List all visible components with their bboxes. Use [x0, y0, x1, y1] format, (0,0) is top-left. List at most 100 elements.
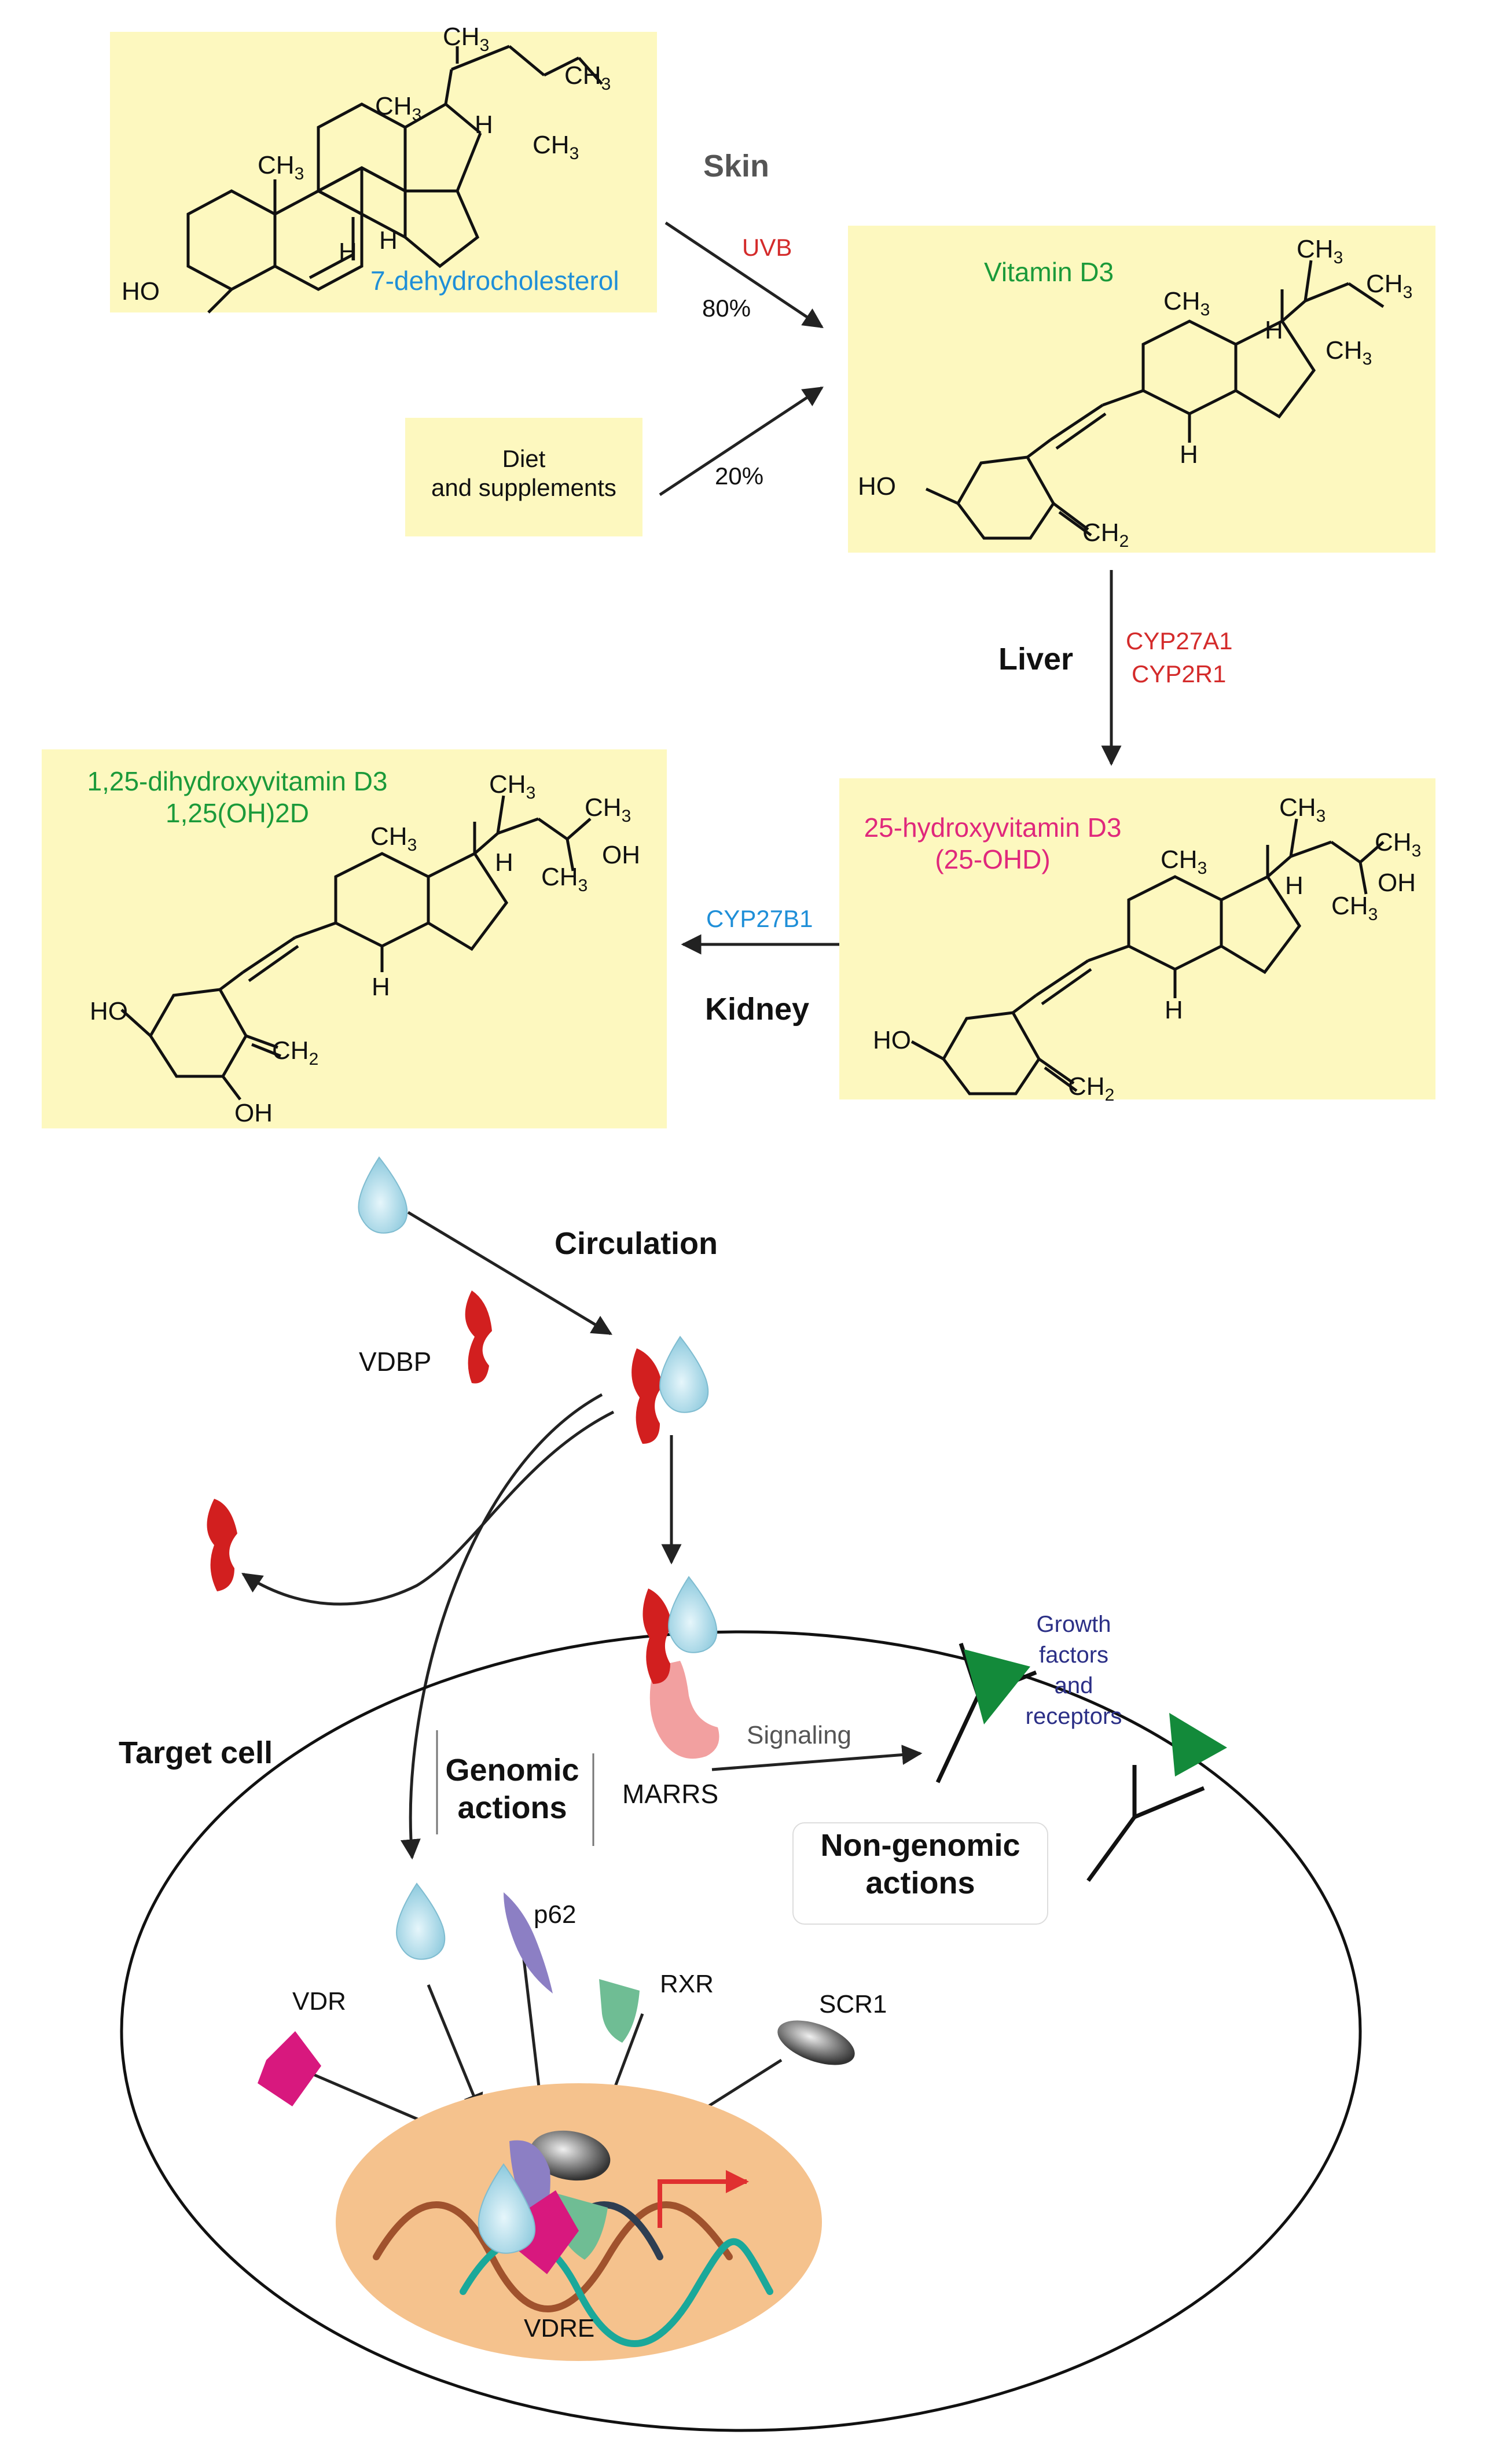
dihydroxy-ch2-sub: 2 [309, 1050, 319, 1069]
label-25-ohd: (25-OHD) [935, 844, 1051, 874]
structure-vitamin-d3 [925, 260, 1385, 540]
label-1-25-dihydroxyvitamin-d3: 1,25-dihydroxyvitamin D3 [87, 766, 388, 796]
label-diet: Diet [502, 445, 546, 472]
label-signaling: Signaling [747, 1721, 852, 1749]
arrow-diet-to-vitamin-d3 [659, 386, 824, 497]
vitd3-ho: HO [858, 472, 896, 501]
ohd25-ch2: CH2 [1068, 1072, 1114, 1105]
dihydroxy-ch3-end2: CH3 [541, 863, 588, 895]
growth-factor-ligand-2 [1169, 1713, 1227, 1777]
label-25-hydroxyvitamin-d3: 25-hydroxyvitamin D3 [864, 812, 1122, 843]
scr1-protein [777, 2020, 855, 2065]
vitd3-ch3-ring-main: CH [1163, 287, 1200, 315]
arrow-signaling [711, 1744, 923, 1771]
target-cell-membrane [120, 1630, 1362, 2432]
dehydro-h-3: H [339, 238, 357, 266]
vitd3-ch3-end2: CH3 [1326, 336, 1372, 369]
label-20-percent: 20% [715, 462, 764, 490]
ohd25-ch3-top: CH3 [1279, 793, 1326, 826]
dehydro-ch3-end2: CH3 [533, 131, 579, 163]
complex-drop [478, 2163, 536, 2254]
transcription-arrow [658, 2170, 749, 2228]
label-uvb: UVB [742, 234, 792, 261]
vdbp-bound-circulation [631, 1348, 663, 1444]
label-genomic-actions: actions [457, 1790, 567, 1825]
vitd3-ch3-end1-main: CH [1366, 270, 1403, 298]
vitd3-ch3-top-main: CH [1297, 235, 1334, 263]
dihydroxy-ch3-ring: CH3 [370, 822, 417, 855]
dihydroxy-ch3-top-sub: 3 [526, 784, 536, 803]
dehydro-ch3-top-main: CH [443, 23, 480, 51]
dehydro-ch3-end1: CH3 [564, 61, 611, 94]
dihydroxy-ch3-end1-main: CH [585, 793, 622, 822]
complex-scr1 [530, 2130, 611, 2181]
dehydro-ch3-end1-main: CH [564, 61, 601, 90]
dehydro-h-2: H [379, 226, 398, 255]
dihydroxy-oh-top: OH [602, 841, 640, 869]
vdbp-released [207, 1499, 237, 1591]
label-vdbp: VDBP [359, 1347, 432, 1377]
dihydroxy-ch3-top: CH3 [489, 770, 535, 803]
dehydro-ch3-ring: CH3 [258, 151, 304, 183]
structure-1-25-dihydroxyvitamin-d3 [120, 795, 592, 1101]
label-target-cell: Target cell [119, 1735, 273, 1770]
vitd3-ch2-main: CH [1082, 518, 1119, 547]
ohd25-h-1: H [1285, 871, 1304, 900]
vitd3-ch3-end1-sub: 3 [1403, 283, 1413, 302]
dihydroxy-ch3-end1: CH3 [585, 793, 631, 826]
label-rxr: RXR [660, 1970, 714, 1998]
ohd25-oh: OH [1378, 869, 1416, 897]
box-1-25-dihydroxyvitamin-d3 [42, 749, 667, 1128]
vitd3-h-1: H [1265, 316, 1283, 344]
dihydroxy-ch3-end1-sub: 3 [622, 807, 631, 826]
vdbp-free [465, 1290, 492, 1384]
dehydro-ho: HO [122, 277, 160, 306]
dehydro-ch3-d-sub: 3 [412, 105, 422, 124]
dihydroxy-h-1: H [495, 848, 513, 877]
drop-circulating [358, 1156, 408, 1234]
label-cyp27b1: CYP27B1 [706, 905, 813, 932]
structure-25-hydroxyvitamin-d3 [910, 818, 1385, 1095]
dihydroxy-h-2: H [372, 973, 390, 1001]
dehydro-h-1: H [475, 111, 493, 139]
label-kidney: Kidney [705, 992, 810, 1027]
arrow-to-circulation [407, 1211, 613, 1336]
label-scr1: SCR1 [819, 1990, 887, 2018]
ohd25-ch3-end2-main: CH [1331, 892, 1368, 920]
arrow-into-cell [400, 1393, 603, 1860]
ohd25-ch3-end1-main: CH [1375, 828, 1412, 856]
dehydro-ch3-end2-main: CH [533, 131, 570, 159]
growth-factor-ligand-1 [964, 1649, 1030, 1724]
vitd3-ch2-sub: 2 [1119, 532, 1129, 551]
vitd3-ch3-ring-sub: 3 [1200, 300, 1210, 319]
vitd3-h-2: H [1180, 440, 1198, 469]
dehydro-ch3-top-sub: 3 [480, 36, 490, 55]
arrow-skin-to-vitamin-d3 [664, 221, 824, 329]
vdbp-bound-marrs [642, 1588, 673, 1684]
vitd3-ch3-end2-main: CH [1326, 336, 1363, 365]
label-cyp27a1: CYP27A1 [1126, 627, 1233, 654]
label-vdr: VDR [292, 1987, 346, 2016]
dihydroxy-ho: HO [90, 997, 128, 1025]
label-80-percent: 80% [702, 295, 751, 322]
dehydro-ch3-ring-main: CH [258, 151, 295, 179]
label-factors: factors [1038, 1642, 1109, 1668]
label-skin: Skin [703, 149, 770, 183]
ohd25-ch3-end1-sub: 3 [1412, 841, 1422, 860]
dehydro-ch3-d-main: CH [375, 92, 412, 120]
dihydroxy-ch3-top-main: CH [489, 770, 526, 799]
p62-protein [504, 1892, 553, 1994]
label-and: and [1054, 1673, 1093, 1698]
ohd25-ch2-main: CH [1068, 1072, 1105, 1101]
dehydro-ch3-end2-sub: 3 [570, 144, 579, 163]
ohd25-ch3-top-main: CH [1279, 793, 1316, 822]
dehydro-ch3-d: CH3 [375, 92, 421, 124]
non-genomic-frame [792, 1822, 1048, 1925]
label-1-25-oh-2d: 1,25(OH)2D [166, 798, 309, 828]
ohd25-ch3-end1: CH3 [1375, 828, 1421, 860]
dihydroxy-ch3-end2-sub: 3 [578, 876, 588, 895]
label-p62: p62 [534, 1900, 577, 1929]
rxr-protein [599, 1979, 640, 2043]
